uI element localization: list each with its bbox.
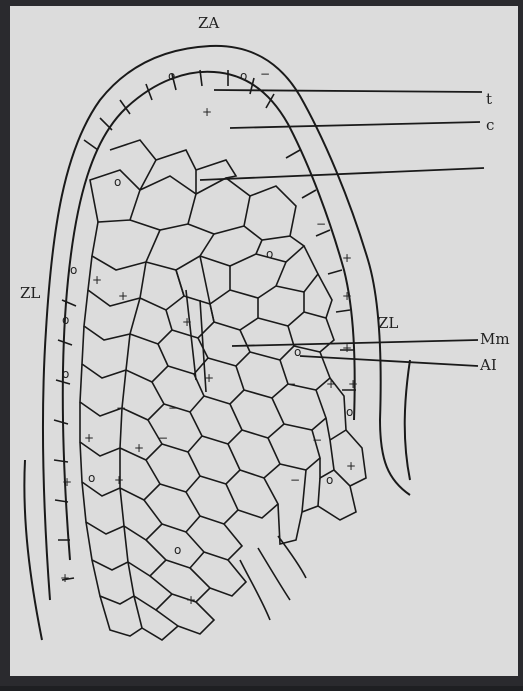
label-t: t	[486, 90, 492, 108]
dot-marker: o	[346, 405, 353, 419]
plus-marker: +	[92, 273, 102, 287]
minus-marker: −	[260, 67, 270, 81]
plus-marker: +	[326, 377, 336, 391]
minus-marker: −	[158, 431, 168, 445]
plus-marker: +	[348, 377, 358, 391]
plus-marker: +	[182, 315, 192, 329]
label-zl-right: ZL	[378, 314, 398, 332]
plus-marker: +	[186, 593, 196, 607]
dot-marker: o	[62, 367, 69, 381]
label-ai: AI	[479, 356, 497, 374]
minus-marker: −	[316, 217, 326, 231]
dot-marker: o	[62, 313, 69, 327]
dot-marker: o	[326, 473, 333, 487]
dot-marker: o	[240, 69, 247, 83]
dot-marker: o	[174, 543, 181, 557]
plus-marker: +	[114, 473, 124, 487]
plus-marker: +	[84, 431, 94, 445]
plus-marker: +	[118, 289, 128, 303]
dot-marker: o	[294, 345, 301, 359]
plus-marker: +	[342, 251, 352, 265]
plus-marker: +	[202, 105, 212, 119]
dot-marker: o	[168, 69, 175, 83]
label-zl-left: ZL	[20, 284, 40, 302]
plus-marker: +	[346, 459, 356, 473]
minus-marker: −	[168, 401, 178, 415]
plus-marker: +	[342, 289, 352, 303]
minus-marker: −	[286, 377, 296, 391]
dot-marker: o	[88, 471, 95, 485]
label-za: ZA	[198, 14, 219, 32]
dot-marker: o	[114, 175, 121, 189]
minus-marker: −	[116, 401, 126, 415]
minus-marker: −	[290, 473, 300, 487]
dot-marker: o	[70, 263, 77, 277]
plus-marker: +	[342, 341, 352, 355]
minus-marker: −	[312, 433, 322, 447]
label-c: c	[486, 116, 494, 134]
label-mm: Mm	[480, 330, 510, 348]
plus-marker: +	[62, 475, 72, 489]
plus-marker: +	[60, 571, 70, 585]
plus-marker: +	[204, 371, 214, 385]
dot-marker: o	[266, 247, 273, 261]
plus-marker: +	[134, 441, 144, 455]
